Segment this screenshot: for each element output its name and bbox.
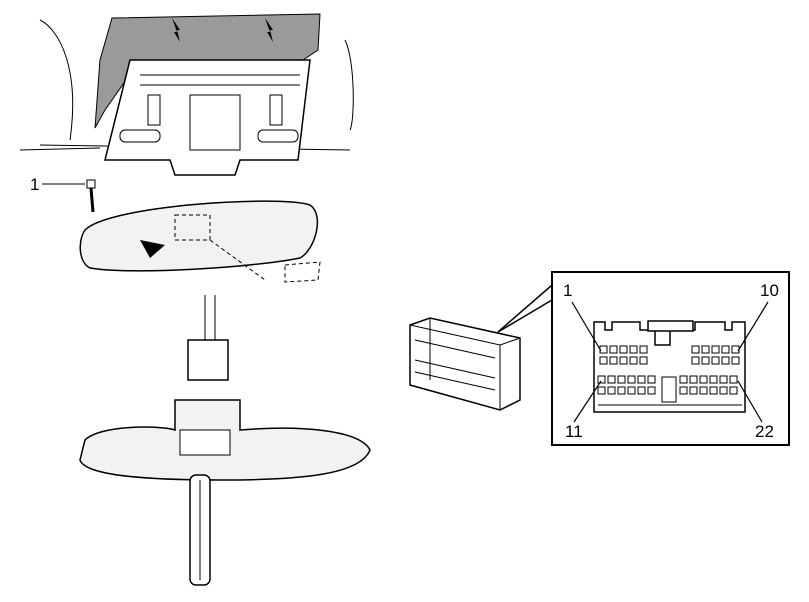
connector-pins (597, 345, 740, 395)
connector-pin (627, 386, 636, 395)
connector-pin (689, 375, 698, 384)
connector-pin (617, 375, 626, 384)
screw-callout-label: 1 (30, 175, 39, 194)
connector-pin (721, 345, 730, 354)
connector-pin (679, 386, 688, 395)
pin-label-1: 1 (563, 281, 572, 300)
connector-pin (629, 345, 638, 354)
connector-pin (647, 375, 656, 384)
connector-pin (609, 345, 618, 354)
connector-pin (729, 375, 738, 384)
connector-pin (709, 375, 718, 384)
callout-pointer (497, 283, 553, 333)
connector-pin (599, 345, 608, 354)
connector-pin (607, 375, 616, 384)
connector-pin (701, 356, 710, 365)
connector-pin (689, 386, 698, 395)
pin-leader-lines (571, 301, 769, 423)
connector-pin (647, 386, 656, 395)
rearview-mirror (79, 200, 319, 272)
connector-pin (629, 356, 638, 365)
push-arrow-icon (265, 18, 273, 42)
connector-pin (701, 345, 710, 354)
console-opening (189, 94, 241, 151)
connector-pin (639, 356, 648, 365)
connector-pin (609, 356, 618, 365)
connector-pin (691, 345, 700, 354)
push-arrow-icon (172, 18, 180, 42)
connector-pin (711, 345, 720, 354)
pin-label-10: 10 (760, 281, 779, 300)
connector-pin (619, 345, 628, 354)
connector-pin (637, 386, 646, 395)
connector-pin (679, 375, 688, 384)
connector-pin (711, 356, 720, 365)
connector-pin (597, 375, 606, 384)
pin-label-22: 22 (755, 422, 774, 441)
connector-pin (729, 386, 738, 395)
connector-pin (731, 356, 740, 365)
connector-pin (699, 386, 708, 395)
connector-pin (731, 345, 740, 354)
connector-pin (637, 375, 646, 384)
connector-pin (719, 375, 728, 384)
connector-pin (691, 356, 700, 365)
connector-pin (599, 356, 608, 365)
connector-pin (699, 375, 708, 384)
connector-pin (619, 356, 628, 365)
wiring-connector-plug (187, 339, 229, 381)
screw (86, 179, 96, 189)
connector-pin (597, 386, 606, 395)
rotate-arrow-icon (140, 240, 165, 258)
connector-pin (719, 386, 728, 395)
connector-pin (627, 375, 636, 384)
pin-label-11: 11 (565, 422, 583, 441)
connector-pin (709, 386, 718, 395)
connector-pin (607, 386, 616, 395)
connector-pin (639, 345, 648, 354)
connector-pin (721, 356, 730, 365)
connector-pin (617, 386, 626, 395)
connector-3d (409, 317, 521, 411)
